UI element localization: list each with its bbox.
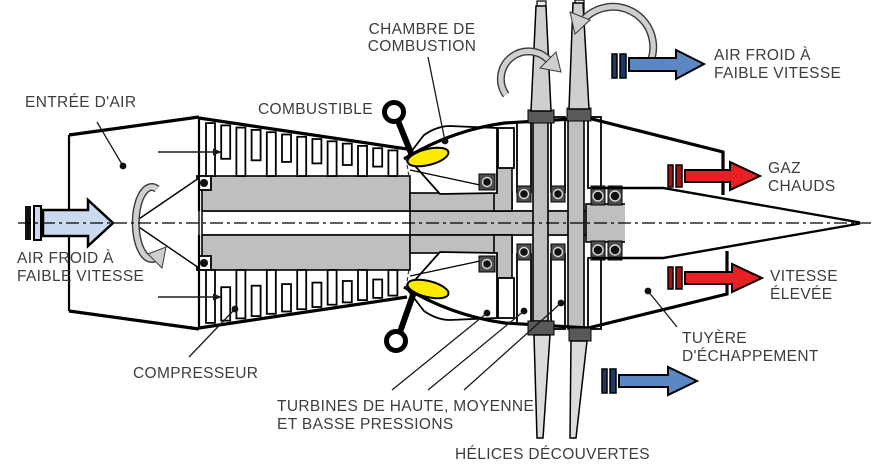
label-cold-air-left-1: AIR FROID À — [17, 250, 114, 267]
label-hot-gas-1: GAZ — [768, 160, 801, 177]
label-hot-gas-2: CHAUDS — [768, 178, 836, 195]
turbine-blades — [497, 116, 602, 330]
label-compressor: COMPRESSEUR — [133, 365, 258, 382]
propeller-shafts — [532, 118, 628, 330]
label-exhaust-nozzle-2: D'ÉCHAPPEMENT — [682, 348, 819, 365]
label-open-propellers: HÉLICES DÉCOUVERTES — [455, 446, 650, 463]
cold-air-arrow-top — [611, 48, 707, 81]
label-high-speed-1: VITESSE — [770, 268, 838, 285]
label-turbines-1: TURBINES DE HAUTE, MOYENNE — [277, 398, 534, 415]
labels: ENTRÉE D'AIR COMBUSTIBLE CHAMBRE DE COMB… — [17, 21, 841, 463]
label-fuel: COMBUSTIBLE — [258, 101, 373, 118]
propeller-roots — [527, 107, 592, 342]
label-exhaust-nozzle-1: TUYÈRE — [682, 330, 747, 347]
label-turbines-2: ET BASSE PRESSIONS — [277, 416, 454, 433]
rotation-arrow-propeller-1 — [496, 47, 562, 98]
label-combustion-chamber-2: COMBUSTION — [368, 38, 477, 55]
rotation-arrow-nose — [131, 183, 167, 270]
fuel-injector-top — [382, 100, 414, 178]
high-speed-arrow — [667, 262, 765, 294]
leader-lines — [96, 56, 678, 391]
combustion-chamber — [405, 125, 498, 321]
label-air-inlet: ENTRÉE D'AIR — [25, 94, 136, 111]
label-high-speed-2: ÉLEVÉE — [770, 286, 832, 303]
label-cold-air-left-2: FAIBLE VITESSE — [17, 268, 144, 285]
label-cold-air-top-1: AIR FROID À — [714, 47, 811, 64]
hot-gas-arrow — [667, 160, 763, 192]
bearings — [196, 173, 623, 273]
cold-air-arrow-bottom — [601, 365, 700, 397]
rotation-arrow-propeller-2 — [569, 2, 658, 73]
intake-flow-arrows — [158, 148, 222, 301]
label-combustion-chamber-1: CHAMBRE DE — [369, 21, 476, 38]
label-cold-air-top-2: FAIBLE VITESSE — [714, 65, 841, 82]
fuel-injector-bottom — [384, 268, 416, 353]
